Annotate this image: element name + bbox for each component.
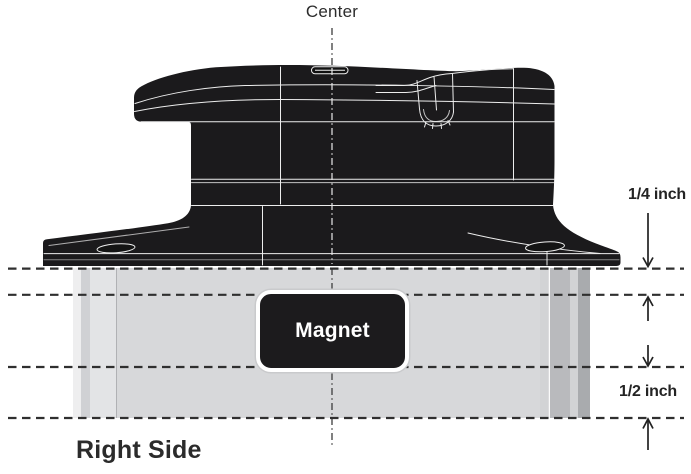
magnet-badge: Magnet bbox=[256, 290, 409, 372]
flange-hole-right bbox=[525, 241, 565, 253]
magnet-label: Magnet bbox=[295, 319, 370, 342]
center-label: Center bbox=[305, 2, 359, 21]
dim-arrow-half-bottom bbox=[642, 417, 654, 450]
sander-silhouette bbox=[43, 65, 621, 266]
dim-arrow-quarter-top bbox=[642, 213, 654, 269]
side-view-label: Right Side bbox=[76, 436, 202, 464]
top-slot-detail bbox=[311, 66, 349, 75]
dim-label-quarter-inch: 1/4 inch bbox=[628, 186, 686, 203]
flange-hole-left bbox=[96, 243, 136, 254]
dim-arrow-half-top bbox=[642, 345, 654, 368]
dim-label-half-inch: 1/2 inch bbox=[619, 383, 677, 400]
latch-detail bbox=[375, 73, 454, 129]
dim-arrow-quarter-bottom bbox=[642, 295, 654, 321]
